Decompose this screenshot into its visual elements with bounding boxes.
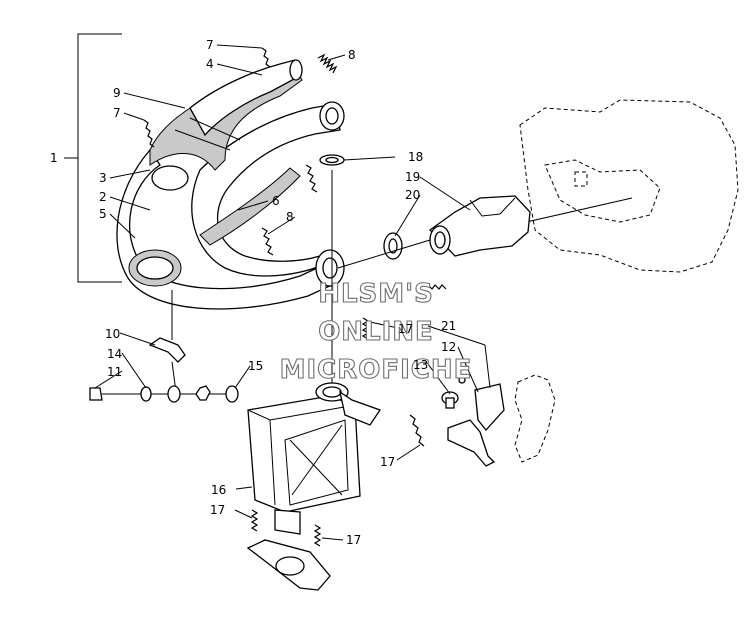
outlet-gasket <box>246 539 331 591</box>
callout-17-left: 17 <box>210 503 225 517</box>
callout-21: 21 <box>441 319 456 333</box>
spring-17-center <box>361 317 370 340</box>
callout-17-side: 17 <box>380 455 395 469</box>
callout-11: 11 <box>107 365 122 379</box>
hanger-hardware <box>89 337 239 403</box>
callout-10: 10 <box>105 327 120 341</box>
callout-18: 18 <box>408 150 423 164</box>
callout-17-right: 17 <box>346 533 361 547</box>
spring-8-top <box>317 53 338 74</box>
callout-8-top: 8 <box>348 48 356 62</box>
callout-7-top: 7 <box>206 38 214 52</box>
callout-8-mid: 8 <box>286 210 294 224</box>
spring-8-low <box>261 227 274 256</box>
watermark-line-3: MICROFICHE <box>280 355 473 385</box>
callout-19: 19 <box>405 170 420 184</box>
watermark-line-1: HLSM'S <box>318 279 434 309</box>
seal-20 <box>383 232 403 260</box>
leader-lines <box>94 44 491 541</box>
engine-outline <box>499 99 739 273</box>
callout-5: 5 <box>99 207 107 221</box>
frame-stub <box>514 374 556 463</box>
callout-12: 12 <box>441 340 456 354</box>
spring-7-top <box>261 47 271 68</box>
callout-20: 20 <box>405 188 420 202</box>
callout-6: 6 <box>272 194 280 208</box>
spring-17-side <box>409 414 425 447</box>
exhaust-pipe <box>116 101 345 310</box>
spring-17-right <box>313 524 322 547</box>
callout-1: 1 <box>50 151 58 165</box>
callout-7-left: 7 <box>113 106 121 120</box>
spring-7-left <box>143 119 155 148</box>
callout-labels: 1 2 3 4 5 6 7 7 8 8 9 10 11 12 13 14 15 … <box>50 38 456 547</box>
heat-shield <box>149 59 303 171</box>
watermark: HLSM'S ONLINE MICROFICHE <box>279 278 473 385</box>
callout-15: 15 <box>248 359 263 373</box>
manifold-19 <box>429 195 531 257</box>
springs <box>143 47 447 547</box>
guide-lines <box>171 170 431 390</box>
muffler-16 <box>247 382 382 535</box>
callout-13: 13 <box>413 358 428 372</box>
callout-14: 14 <box>107 347 122 361</box>
assembly-bracket <box>64 33 122 283</box>
callout-9: 9 <box>113 86 121 100</box>
spring-17-upper <box>427 284 447 290</box>
spring-8-mid <box>305 164 318 193</box>
callout-17-center: 17 <box>398 322 413 336</box>
callout-4: 4 <box>206 57 214 71</box>
callout-3: 3 <box>99 171 107 185</box>
callout-2: 2 <box>99 190 107 204</box>
watermark-line-2: ONLINE <box>318 317 434 347</box>
spring-17-left <box>250 509 259 532</box>
callout-16: 16 <box>211 483 226 497</box>
gasket-18 <box>319 154 345 166</box>
mount-bracket <box>441 376 505 467</box>
